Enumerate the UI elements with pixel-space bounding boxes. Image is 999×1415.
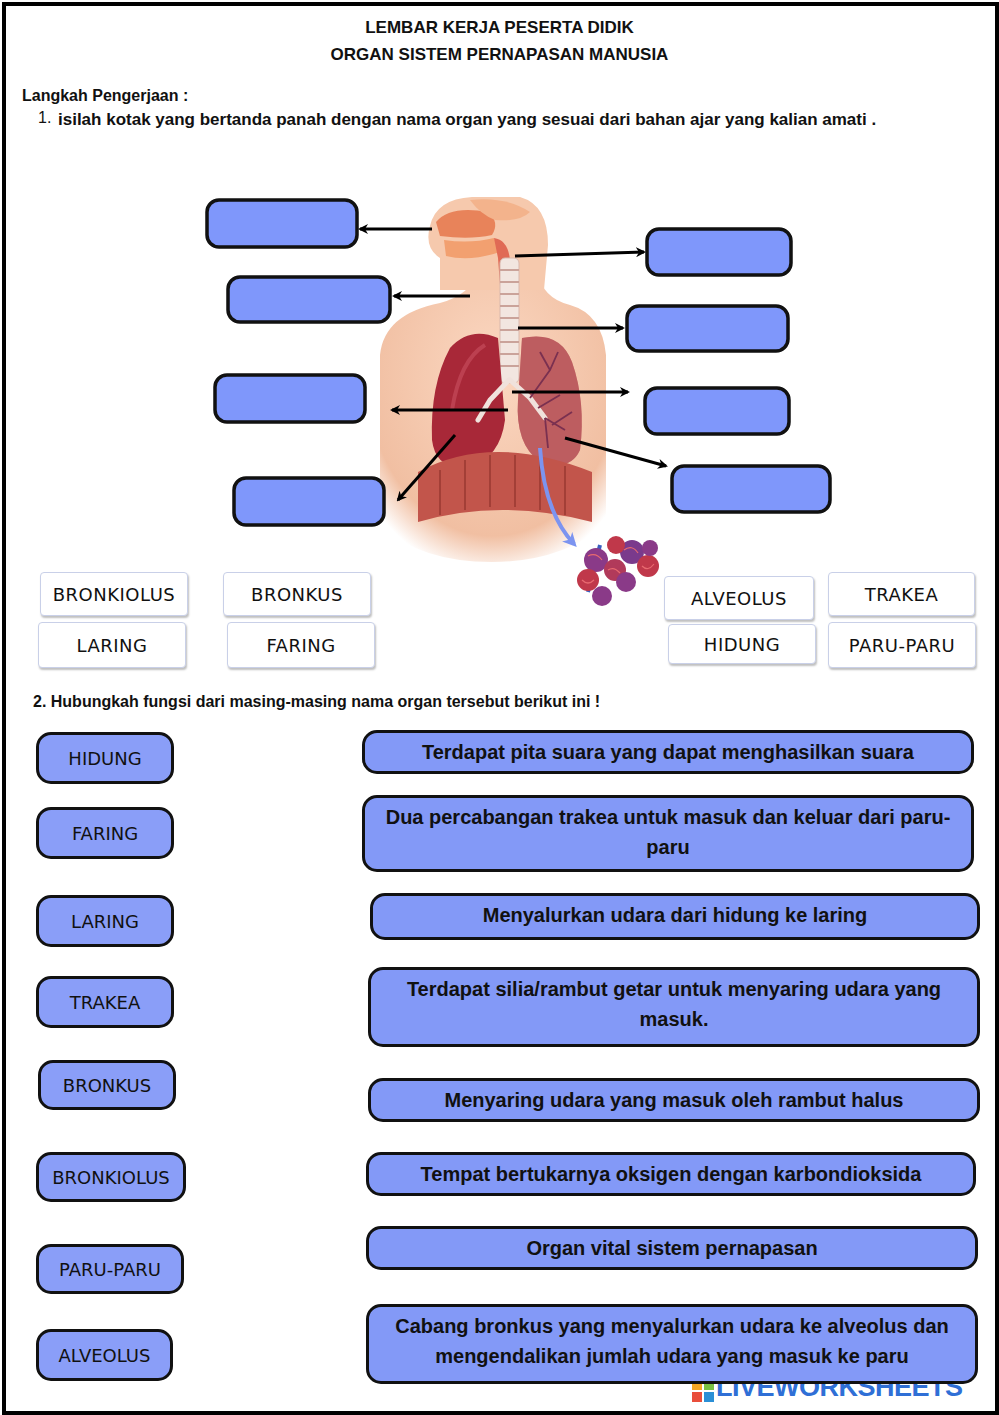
function-box: Terdapat pita suara yang dapat menghasil… xyxy=(362,730,974,774)
function-box: Dua percabangan trakea untuk masuk dan k… xyxy=(362,795,974,872)
word-card: PARU-PARU xyxy=(828,622,976,668)
node-text: TRAKEA xyxy=(865,584,939,605)
step-number: 1. xyxy=(38,109,58,127)
node-text: LARING xyxy=(71,911,139,932)
node-text: PARU-PARU xyxy=(59,1259,161,1280)
word-card: TRAKEA xyxy=(828,572,975,616)
step-instruction: isilah kotak yang bertanda panah dengan … xyxy=(58,109,978,131)
function-box: Terdapat silia/rambut getar untuk menyar… xyxy=(368,967,980,1047)
node-text: BRONKIOLUS xyxy=(53,584,176,605)
node-text: Organ vital sistem pernapasan xyxy=(526,1233,817,1263)
node-text: FARING xyxy=(72,823,138,844)
organ-box: TRAKEA xyxy=(36,976,174,1028)
word-card: BRONKIOLUS xyxy=(40,572,188,616)
function-box: Tempat bertukarnya oksigen dengan karbon… xyxy=(366,1152,976,1196)
organ-box: ALVEOLUS xyxy=(36,1329,173,1381)
steps-heading: Langkah Pengerjaan : xyxy=(22,87,422,105)
task-instruction: 2. Hubungkah fungsi dari masing-masing n… xyxy=(33,693,933,711)
node-text: Tempat bertukarnya oksigen dengan karbon… xyxy=(421,1159,922,1189)
organ-box: PARU-PARU xyxy=(36,1244,184,1294)
node-text: Cabang bronkus yang menyalurkan udara ke… xyxy=(377,1311,967,1371)
node-text: LARING xyxy=(77,635,148,656)
node-text: Menyaring udara yang masuk oleh rambut h… xyxy=(444,1085,903,1115)
node-text: Terdapat pita suara yang dapat menghasil… xyxy=(422,737,914,767)
node-text: ALVEOLUS xyxy=(691,588,787,609)
node-text: ALVEOLUS xyxy=(59,1345,151,1366)
node-text: Terdapat silia/rambut getar untuk menyar… xyxy=(379,974,969,1034)
organ-box: BRONKIOLUS xyxy=(36,1152,186,1202)
node-text: FARING xyxy=(266,635,335,656)
node-text: HIDUNG xyxy=(704,634,780,655)
word-card: HIDUNG xyxy=(668,624,816,664)
word-card: FARING xyxy=(227,622,375,668)
organ-box: BRONKUS xyxy=(38,1060,176,1110)
worksheet-subtitle: ORGAN SISTEM PERNAPASAN MANUSIA xyxy=(0,45,999,65)
node-text: BRONKIOLUS xyxy=(52,1167,170,1188)
function-box: Menyaring udara yang masuk oleh rambut h… xyxy=(368,1078,980,1122)
node-text: Dua percabangan trakea untuk masuk dan k… xyxy=(373,802,963,862)
node-text: TRAKEA xyxy=(70,992,141,1013)
worksheet-title: LEMBAR KERJA PESERTA DIDIK xyxy=(0,18,999,38)
node-text: Menyalurkan udara dari hidung ke laring xyxy=(483,900,868,930)
node-text: PARU-PARU xyxy=(849,635,955,656)
word-card: ALVEOLUS xyxy=(664,576,814,620)
word-card: LARING xyxy=(38,622,186,668)
organ-box: LARING xyxy=(36,895,174,947)
node-text: HIDUNG xyxy=(68,748,141,769)
node-text: BRONKUS xyxy=(63,1075,151,1096)
organ-box: FARING xyxy=(36,807,174,859)
function-box: Menyalurkan udara dari hidung ke laring xyxy=(370,893,980,940)
node-text: BRONKUS xyxy=(251,584,343,605)
word-card: BRONKUS xyxy=(223,572,371,616)
organ-box: HIDUNG xyxy=(36,732,174,784)
function-box: Organ vital sistem pernapasan xyxy=(366,1226,978,1270)
function-box: Cabang bronkus yang menyalurkan udara ke… xyxy=(366,1304,978,1384)
